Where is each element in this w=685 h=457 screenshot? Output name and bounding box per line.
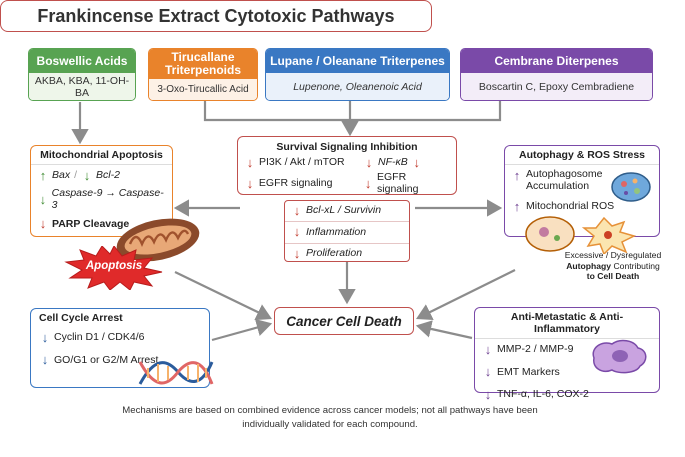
diagram-title: Frankincense Extract Cytotoxic Pathways <box>0 0 432 32</box>
apoptosis-label: Apoptosis <box>85 260 143 272</box>
down-arrow-icon: ↓ <box>293 224 301 240</box>
compound-tirucallane-items: 3-Oxo-Tirucallic Acid <box>149 79 257 100</box>
meta-emt: EMT Markers <box>497 365 560 378</box>
up-arrow-icon: ↑ <box>39 168 47 183</box>
autophagy-note: Excessive / Dysregulated Autophagy Contr… <box>548 250 678 282</box>
survival-title: Survival Signaling Inhibition <box>276 141 418 153</box>
survival-row-2: ↓ EGFR signaling ↓ EGFR signaling <box>238 171 456 196</box>
arrow-meta-to-death <box>415 320 473 340</box>
mitochondrion-icon <box>116 218 200 262</box>
cancer-cell-death-box: Cancer Cell Death <box>274 307 414 335</box>
compound-cembrane-items: Boscartin C, Epoxy Cembradiene <box>461 73 652 100</box>
survival-pi3k: PI3K / Akt / mTOR <box>259 156 345 169</box>
autophagosome-icon <box>611 172 651 202</box>
survival-row-1: ↓ PI3K / Akt / mTOR ↓ NF-κB ↓ <box>238 155 456 171</box>
down-arrow-icon: ↓ <box>293 245 301 261</box>
bracket-triterpenes <box>203 101 502 122</box>
mito-title: Mitochondrial Apoptosis <box>31 146 172 165</box>
up-arrow-icon: ↑ <box>513 168 521 183</box>
survival-proliferation-row: ↓ Proliferation <box>285 244 409 264</box>
survival-proliferation: Proliferation <box>306 246 363 259</box>
down-arrow-icon: ↓ <box>41 352 49 368</box>
autophagy-title: Autophagy & ROS Stress <box>505 146 659 165</box>
down-arrow-icon: ↓ <box>39 191 47 207</box>
down-arrow-icon: ↓ <box>413 155 421 170</box>
meta-mmp: MMP-2 / MMP-9 <box>497 343 574 356</box>
down-arrow-icon: ↓ <box>364 175 372 191</box>
survival-egfr-1: EGFR signaling <box>258 177 333 190</box>
survival-bclxl-row: ↓ Bcl-xL / Survivin <box>285 201 409 223</box>
mito-row-bax: ↑ Bax / ↓ Bcl-2 <box>31 165 172 185</box>
down-arrow-icon: ↓ <box>365 155 373 170</box>
meta-row-3: ↓ TNF-α, IL-6, COX-2 <box>475 384 659 406</box>
cell-cycle-arrest-panel: Cell Cycle Arrest ↓ Cyclin D1 / CDK4/6 ↓… <box>30 308 210 388</box>
compound-boswellic-items: AKBA, KBA, 11-OH-BA <box>29 73 135 100</box>
compound-lupane-oleanane: Lupane / Oleanane Triterpenes Lupenone, … <box>265 48 450 101</box>
mito-bcl2: Bcl-2 <box>96 169 120 182</box>
down-arrow-icon: ↓ <box>246 155 254 170</box>
down-arrow-icon: ↓ <box>246 175 254 191</box>
autophagy-autophagosome: Autophagosome Accumulation <box>526 168 603 192</box>
meta-cytokines: TNF-α, IL-6, COX-2 <box>497 387 589 400</box>
compound-tirucallane-title: Tirucallane Triterpenoids <box>149 49 257 79</box>
migrating-cell-icon <box>592 339 647 374</box>
meta-title: Anti-Metastatic & Anti-Inflammatory <box>475 308 659 339</box>
apoptosis-burst-icon <box>64 246 163 290</box>
cycle-cyclin: Cyclin D1 / CDK4/6 <box>54 331 145 344</box>
cycle-row-1: ↓ Cyclin D1 / CDK4/6 <box>31 327 209 349</box>
autophagy-note-line3: to Cell Death <box>586 271 640 282</box>
dna-helix-icon <box>138 361 214 385</box>
compound-boswellic-acids: Boswellic Acids AKBA, KBA, 11-OH-BA <box>28 48 136 101</box>
meta-row-2: ↓ EMT Markers <box>475 361 659 383</box>
down-arrow-icon: ↓ <box>484 364 492 380</box>
compound-boswellic-title: Boswellic Acids <box>29 49 135 73</box>
down-arrow-icon: ↓ <box>484 386 492 402</box>
compound-cembrane-title: Cembrane Diterpenes <box>461 49 652 73</box>
autophagy-row-2: ↑ Mitochondrial ROS <box>505 194 659 220</box>
survival-bclxl: Bcl-xL / Survivin <box>306 204 382 217</box>
arrow-autophagy-to-death <box>416 269 516 321</box>
autophagy-note-contributing: Contributing <box>613 260 660 271</box>
survival-outcomes-panel: ↓ Bcl-xL / Survivin ↓ Inflammation ↓ Pro… <box>284 200 410 262</box>
mito-caspase: Caspase-9 → Caspase-3 <box>51 187 164 211</box>
cycle-title: Cell Cycle Arrest <box>39 312 123 324</box>
survival-nfkb: NF-κB <box>378 156 408 169</box>
autophagy-note-autophagy: Autophagy <box>566 260 612 271</box>
autophagy-row-1: ↑ Autophagosome Accumulation <box>505 165 659 194</box>
down-arrow-icon: ↓ <box>293 203 301 218</box>
footnote: Mechanisms are based on combined evidenc… <box>122 405 538 430</box>
cycle-arrest: GO/G1 or G2/M Arrest <box>54 353 159 366</box>
cycle-row-2: ↓ GO/G1 or G2/M Arrest <box>31 349 209 371</box>
mitochondrial-apoptosis-panel: Mitochondrial Apoptosis ↑ Bax / ↓ Bcl-2 … <box>30 145 173 237</box>
survival-inflammation-row: ↓ Inflammation <box>285 222 409 244</box>
mito-row-parp: ↓ PARP Cleavage <box>31 214 172 234</box>
arrow-cycle-to-death <box>211 319 273 342</box>
down-arrow-icon: ↓ <box>41 330 49 345</box>
autophagy-note-line1: Excessive / Dysregulated <box>564 250 662 260</box>
down-arrow-icon: ↓ <box>484 342 492 357</box>
down-arrow-icon: ↓ <box>83 168 91 183</box>
up-arrow-icon: ↑ <box>513 199 521 215</box>
mito-bax: Bax <box>52 169 71 182</box>
arrow-mito-to-death <box>174 271 272 321</box>
damaged-cells-icon <box>525 216 637 254</box>
down-arrow-icon: ↓ <box>39 216 47 232</box>
compound-tirucallane: Tirucallane Triterpenoids 3-Oxo-Tirucall… <box>148 48 258 101</box>
compound-lupane-title: Lupane / Oleanane Triterpenes <box>266 49 449 73</box>
survival-signaling-panel: Survival Signaling Inhibition ↓ PI3K / A… <box>237 136 457 195</box>
meta-row-1: ↓ MMP-2 / MMP-9 <box>475 339 659 361</box>
mito-parp: PARP Cleavage <box>52 217 130 230</box>
compound-lupane-items: Lupenone, Oleanenoic Acid <box>266 73 449 100</box>
autophagy-ros: Mitochondrial ROS <box>526 200 615 213</box>
survival-egfr-2: EGFR signaling <box>377 171 419 195</box>
compound-cembrane: Cembrane Diterpenes Boscartin C, Epoxy C… <box>460 48 653 101</box>
survival-inflammation: Inflammation <box>306 225 367 238</box>
mito-row-caspase: ↓ Caspase-9 → Caspase-3 <box>31 185 172 214</box>
